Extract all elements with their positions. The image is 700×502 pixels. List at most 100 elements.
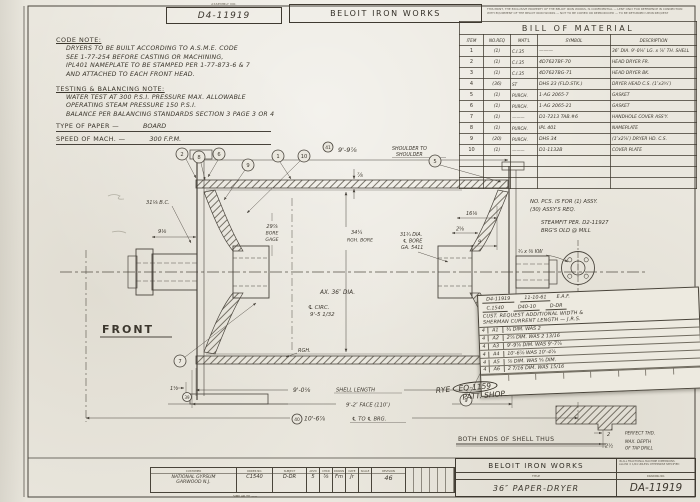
front-head	[127, 149, 288, 405]
bom-cell: ———	[510, 111, 538, 123]
bom-cell: (1)	[483, 56, 511, 68]
confidential-legend: THIS PRINT, THE EXCLUSIVE PROPERTY OF TH…	[487, 7, 693, 15]
paper-type-label: TYPE OF PAPER —	[56, 122, 120, 131]
code-note-line: DRYERS TO BE BUILT ACCORDING TO A.S.M.E.…	[66, 44, 238, 52]
scribble-prefix: RYE	[435, 384, 451, 395]
slip-order: C.1540	[482, 304, 509, 313]
dim-9-18: 9⅛	[158, 229, 166, 235]
balloon-callouts: 2 8 6 9 1 10 41 5 7 3 9 40 39	[173, 141, 512, 425]
testing-note-title: TESTING & BALANCING NOTE:	[56, 84, 165, 93]
note-brgs: BRG'S OLD @ MILL	[541, 228, 591, 234]
code-note-title: CODE NOTE:	[56, 36, 102, 44]
testing-note-line: OPERATING STEAM PRESSURE 150 P.S.I.	[66, 102, 197, 110]
scale-label: SCALE	[359, 469, 371, 474]
checked-value: ⅝	[323, 474, 329, 480]
bom-cell: 10	[459, 144, 484, 156]
paper-type-row: TYPE OF PAPER — BOARD	[56, 122, 271, 133]
slip-cell: A1	[488, 327, 504, 334]
notes-block: CODE NOTE: DRYERS TO BE BUILT ACCORDING …	[56, 31, 356, 145]
pencil-marks	[107, 194, 127, 234]
dim-bore-gage2: BORE	[266, 231, 279, 237]
date-value: Jr	[350, 474, 354, 480]
slip-cell: 4	[480, 351, 490, 358]
bom-cell: C.I.35	[510, 45, 538, 57]
subject-cell: SUBJECT D-DR	[273, 468, 307, 492]
bom-cell: (20)	[483, 133, 511, 145]
bom-empty-row	[459, 166, 698, 178]
dim-circumference2: 9'-5 1/32	[310, 312, 335, 318]
drawing-number: DA-11919	[616, 479, 695, 496]
balloon-7: 7	[178, 359, 181, 365]
revision-slip: D4-11919 11-10-61 E.A.F. C.1540 D40-10 D…	[477, 286, 700, 397]
dim-bore-gage1: 29⅞	[266, 224, 277, 230]
bom-cell: 5	[459, 89, 484, 101]
bom-cell: PURCH.	[510, 89, 538, 101]
bom-cell: PURCH.	[510, 133, 538, 145]
slip-cell: A6	[489, 366, 505, 373]
bom-cell: 7	[459, 111, 484, 123]
dim-bore-ga2: ℄ BORE	[403, 239, 423, 245]
drawn-cell: DRAWN Fm	[333, 468, 346, 492]
bom-cell: (1)	[483, 89, 511, 101]
bom-title: BILL OF MATERIAL	[458, 21, 698, 35]
customer-block: CUSTOMER NATIONAL GYPSUM GARWOOD N.J. OR…	[150, 467, 455, 493]
order-value: C1540	[246, 474, 263, 480]
testing-note-line: WATER TEST AT 300 P.S.I. PRESSURE MAX. A…	[66, 93, 246, 101]
tolerance-line1: IN ALL FRACTIONAL MACHINE DIMENSIONS	[619, 460, 675, 463]
bearing-end-view	[545, 251, 595, 285]
bom-cell: 1-AG 2065-21	[537, 100, 611, 112]
dim-brg-label: ℄ TO ℄ BRG.	[352, 417, 386, 423]
bom-cell: (1)	[483, 122, 511, 134]
slip-cell: A5	[489, 358, 505, 366]
date-cell: DATE Jr	[346, 468, 359, 492]
bom-header: DESCRIPTION	[609, 34, 698, 46]
title-block: BELOIT IRON WORKS IN ALL FRACTIONAL MACH…	[455, 458, 696, 497]
tolerance-note: IN ALL FRACTIONAL MACHINE DIMENSIONS ALL…	[616, 459, 695, 472]
dim-circumference1: ℄ CIRC.	[308, 304, 330, 311]
dim-face: 9'-2″ FACE (110″)	[346, 403, 390, 409]
dim-2-58: 2⅝	[456, 227, 464, 233]
order-label: ORDER NO.	[237, 468, 272, 474]
label-front: FRONT	[102, 323, 154, 336]
bill-of-material: BILL OF MATERIAL ITEM NO.REQ MAT'L SYMBO…	[458, 21, 698, 189]
slip-by: E.A.F.	[556, 293, 571, 300]
bom-cell: HEAD DRYER BK.	[609, 67, 698, 79]
bom-row: 9(20)PURCH.DHS 34(1″x2⅞″) DRYER HD. C.S.	[459, 133, 698, 145]
balloon-10: 10	[301, 154, 308, 160]
revision-value: 46	[384, 474, 393, 482]
drawing-no-label: DRAWING NO.	[616, 472, 695, 479]
bom-cell: 3	[459, 67, 484, 79]
dim-shell-length-label: SHELL LENGTH	[336, 388, 375, 394]
slip-cell: 4	[480, 359, 490, 366]
dim-shell-thickness: ⅞	[357, 172, 363, 179]
bom-cell: (1)	[483, 100, 511, 112]
thread-detail: BOTH ENDS OF SHELL THUS 2 2½ PERFECT THD…	[456, 405, 655, 451]
tolerance-line2: ALLOW ± 1/64 UNLESS OTHERWISE SPECIFIED	[619, 463, 680, 467]
slip-subject: D-DR	[545, 302, 567, 311]
bom-cell: 36″ DIA. 9'-0⅛″ LG. x ⅞″ TH. SHELL	[609, 45, 698, 57]
dim-keyway: ¾ x ⅜ KW	[518, 249, 543, 255]
note-steamfit: STEAMFIT PER. D2-11927	[541, 220, 609, 226]
machine-speed-label: SPEED OF MACH. —	[56, 134, 126, 143]
checked-label: CHKD	[320, 468, 332, 474]
bom-row: 1(1)C.I.35———36″ DIA. 9'-0⅛″ LG. x ⅞″ TH…	[459, 45, 698, 57]
bom-cell: C.I.35	[510, 56, 538, 68]
bom-cell: GASKET	[609, 100, 698, 112]
bom-cell: (1)	[483, 111, 511, 123]
balloon-39: 39	[184, 395, 190, 400]
approval-value: 5	[311, 474, 315, 480]
dim-rough-bore2: RGH. BORE	[347, 238, 373, 244]
bom-cell: 4D7627BF-70	[537, 56, 611, 68]
scale-value	[359, 474, 371, 492]
customer-cell: CUSTOMER NATIONAL GYPSUM GARWOOD N.J.	[151, 468, 237, 492]
slip-date: 11-10-61	[520, 294, 551, 303]
slip-cell: A2	[488, 335, 504, 342]
